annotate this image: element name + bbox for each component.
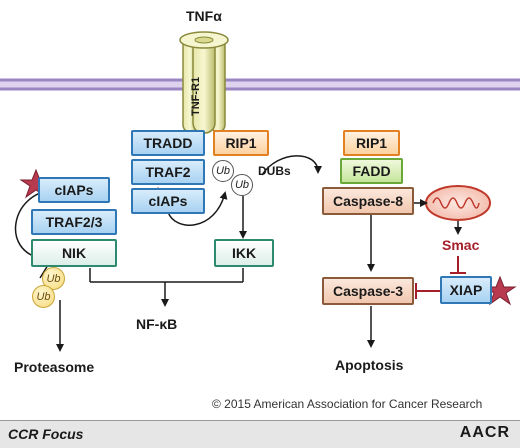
footer-journal-label: CCR Focus [8, 426, 84, 442]
ubiquitin-marker: Ub [32, 285, 55, 308]
copyright-text: © 2015 American Association for Cancer R… [212, 397, 483, 411]
dubs-label: DUBs [258, 164, 291, 178]
nik-box: NIK [31, 239, 117, 267]
proteasome-label: Proteasome [14, 359, 95, 375]
fadd-box: FADD [340, 158, 403, 184]
ciaps-complex-box: cIAPs [131, 188, 205, 214]
caspase3-box: Caspase-3 [322, 277, 414, 305]
smac-label: Smac [442, 237, 480, 253]
ligand-label: TNFα [186, 8, 222, 24]
rip1-box: RIP1 [213, 130, 269, 156]
ikk-box: IKK [214, 239, 274, 267]
apoptosis-label: Apoptosis [335, 357, 404, 373]
inhibition-lines [415, 256, 466, 299]
traf2-box: TRAF2 [131, 159, 205, 185]
rip1-complex2-box: RIP1 [343, 130, 400, 156]
nfkb-label: NF-κB [136, 316, 178, 332]
ubiquitin-marker: Ub [231, 174, 253, 196]
tradd-box: TRADD [131, 130, 205, 156]
ciaps-box: cIAPs [38, 177, 110, 203]
xiap-box: XIAP [440, 276, 492, 304]
mitochondrion-icon [425, 185, 491, 221]
ubiquitin-marker: Ub [42, 267, 65, 290]
caspase8-box: Caspase-8 [322, 187, 414, 215]
arrows [14, 155, 462, 352]
footer-bar: CCR Focus AACR [0, 420, 520, 448]
aacr-logo: AACR [459, 424, 510, 441]
tnfr1-receptor [179, 31, 229, 134]
cell-membrane [0, 78, 520, 91]
traf23-box: TRAF2/3 [31, 209, 117, 235]
ubiquitin-marker: Ub [212, 160, 234, 182]
receptor-label: TNF-R1 [190, 76, 202, 116]
